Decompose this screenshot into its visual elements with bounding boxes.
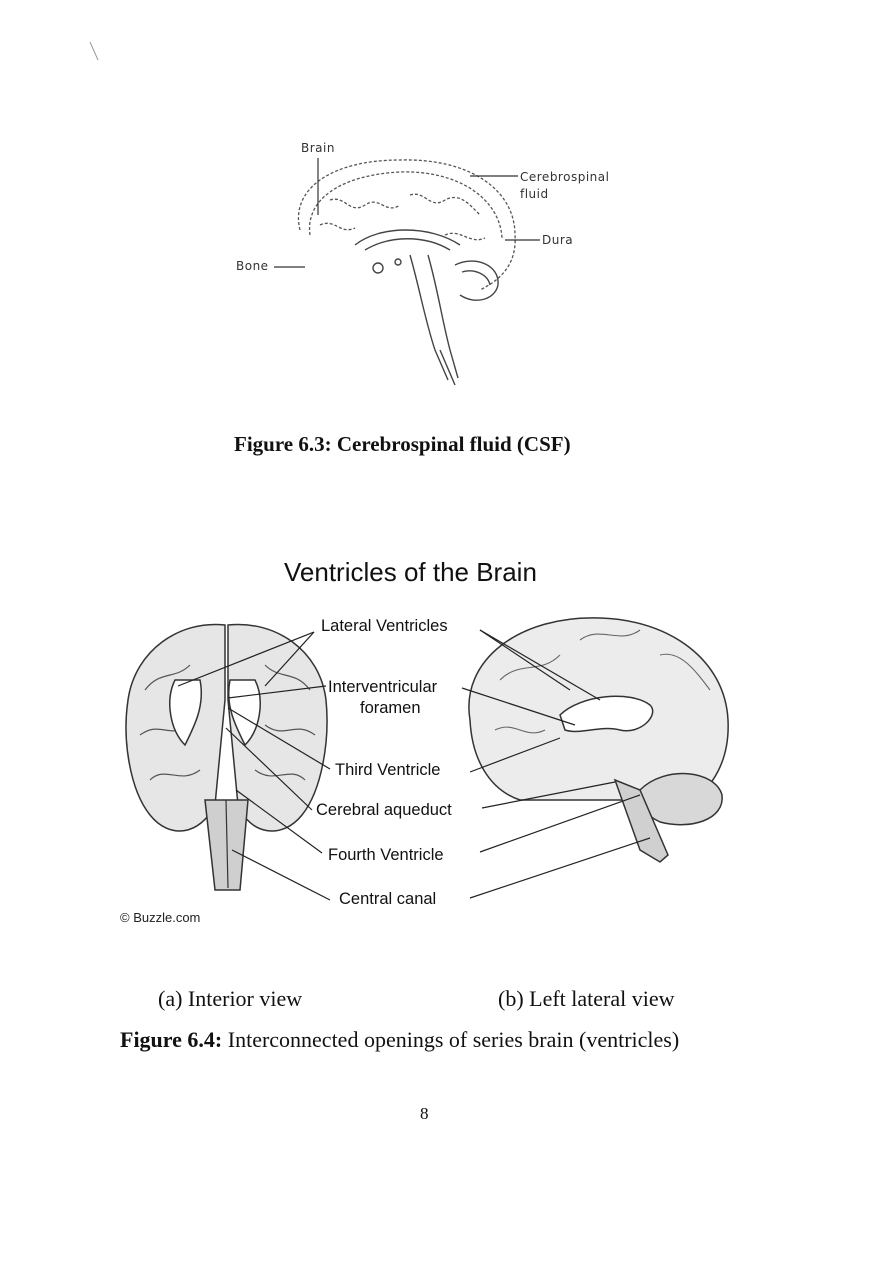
label-dura: Dura — [542, 233, 574, 247]
label-cerebral-aqueduct: Cerebral aqueduct — [316, 801, 452, 819]
ventricles-title: Ventricles of the Brain — [284, 557, 537, 587]
figure-6-4-caption: Figure 6.4: Interconnected openings of s… — [120, 1027, 679, 1053]
label-fourth-ventricle: Fourth Ventricle — [328, 846, 444, 864]
copyright-buzzle: © Buzzle.com — [120, 910, 201, 925]
label-foramen: foramen — [360, 699, 421, 717]
label-lateral-ventricles: Lateral Ventricles — [321, 617, 448, 635]
label-interventricular: Interventricular — [328, 678, 438, 696]
figure-6-3-caption: Figure 6.3: Cerebrospinal fluid (CSF) — [234, 432, 571, 456]
page-number: 8 — [420, 1104, 429, 1123]
label-central-canal: Central canal — [339, 890, 437, 908]
label-bone: Bone — [236, 259, 269, 273]
label-fluid: fluid — [520, 187, 549, 201]
subcaption-left-lateral-view: (b) Left lateral view — [498, 986, 675, 1011]
label-brain: Brain — [301, 141, 335, 155]
figure-6-4-caption-text: Interconnected openings of series brain … — [222, 1027, 680, 1052]
label-cerebrospinal: Cerebrospinal — [520, 170, 610, 184]
figure-6-4-caption-label: Figure 6.4: — [120, 1027, 223, 1052]
subcaption-interior-view: (a) Interior view — [158, 986, 303, 1011]
label-third-ventricle: Third Ventricle — [335, 761, 441, 779]
